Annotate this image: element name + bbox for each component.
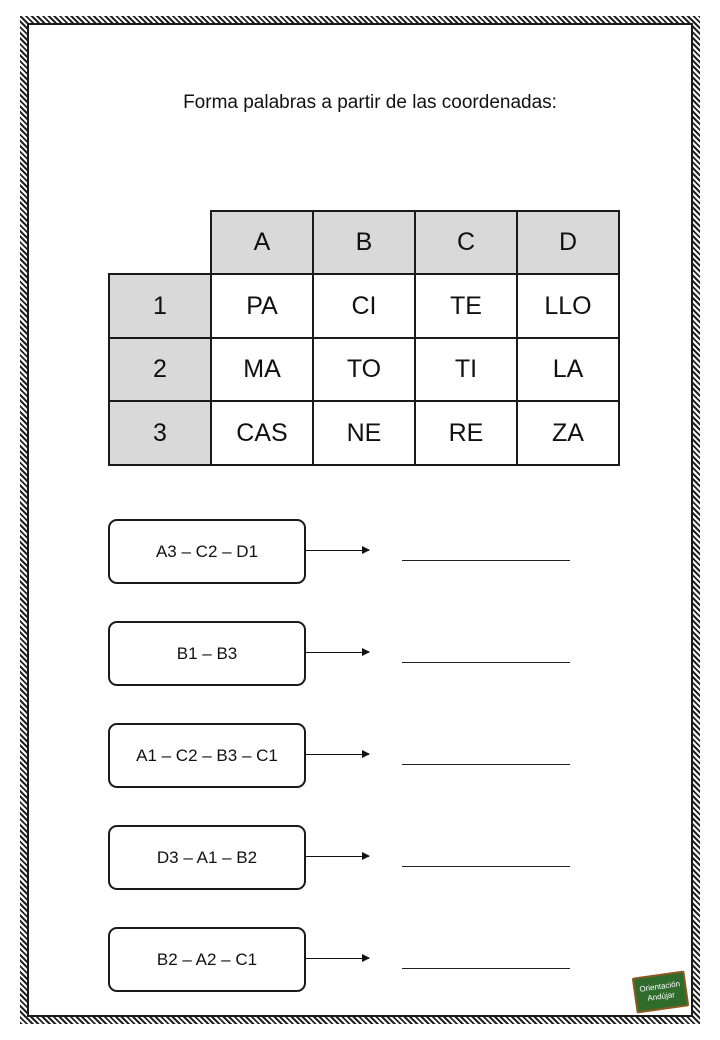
answer-line[interactable] — [402, 968, 570, 969]
exercise-row: B1 – B3 — [108, 621, 570, 686]
arrow-icon — [305, 852, 370, 860]
syllable-cell: LA — [516, 337, 620, 402]
exercise-row: D3 – A1 – B2 — [108, 825, 570, 890]
exercise-row: B2 – A2 – C1 — [108, 927, 570, 992]
answer-line[interactable] — [402, 764, 570, 765]
column-header: A — [210, 210, 314, 275]
exercise-row: A3 – C2 – D1 — [108, 519, 570, 584]
page-frame — [27, 23, 693, 1017]
arrow-icon — [305, 954, 370, 962]
row-header: 3 — [108, 400, 212, 466]
row-header: 2 — [108, 337, 212, 402]
syllable-cell: TE — [414, 273, 518, 339]
syllable-cell: PA — [210, 273, 314, 339]
orientacion-andujar-logo: Orientación Andújar — [631, 970, 690, 1014]
coordinate-box: D3 – A1 – B2 — [108, 825, 306, 890]
coordinate-box: A3 – C2 – D1 — [108, 519, 306, 584]
coordinate-table: A B C D 1 PA CI TE LLO 2 MA TO TI LA 3 C… — [108, 210, 620, 466]
arrow-icon — [305, 750, 370, 758]
syllable-cell: RE — [414, 400, 518, 466]
column-header: B — [312, 210, 416, 275]
coordinate-box: B1 – B3 — [108, 621, 306, 686]
syllable-cell: LLO — [516, 273, 620, 339]
syllable-cell: NE — [312, 400, 416, 466]
corner-cell — [108, 210, 212, 275]
exercise-row: A1 – C2 – B3 – C1 — [108, 723, 570, 788]
syllable-cell: TO — [312, 337, 416, 402]
answer-line[interactable] — [402, 560, 570, 561]
arrow-icon — [305, 546, 370, 554]
syllable-cell: CAS — [210, 400, 314, 466]
answer-line[interactable] — [402, 662, 570, 663]
syllable-cell: TI — [414, 337, 518, 402]
row-header: 1 — [108, 273, 212, 339]
coordinate-box: B2 – A2 – C1 — [108, 927, 306, 992]
worksheet-title: Forma palabras a partir de las coordenad… — [183, 92, 557, 113]
arrow-icon — [305, 648, 370, 656]
column-header: D — [516, 210, 620, 275]
answer-line[interactable] — [402, 866, 570, 867]
syllable-cell: MA — [210, 337, 314, 402]
syllable-cell: ZA — [516, 400, 620, 466]
column-header: C — [414, 210, 518, 275]
syllable-cell: CI — [312, 273, 416, 339]
coordinate-box: A1 – C2 – B3 – C1 — [108, 723, 306, 788]
